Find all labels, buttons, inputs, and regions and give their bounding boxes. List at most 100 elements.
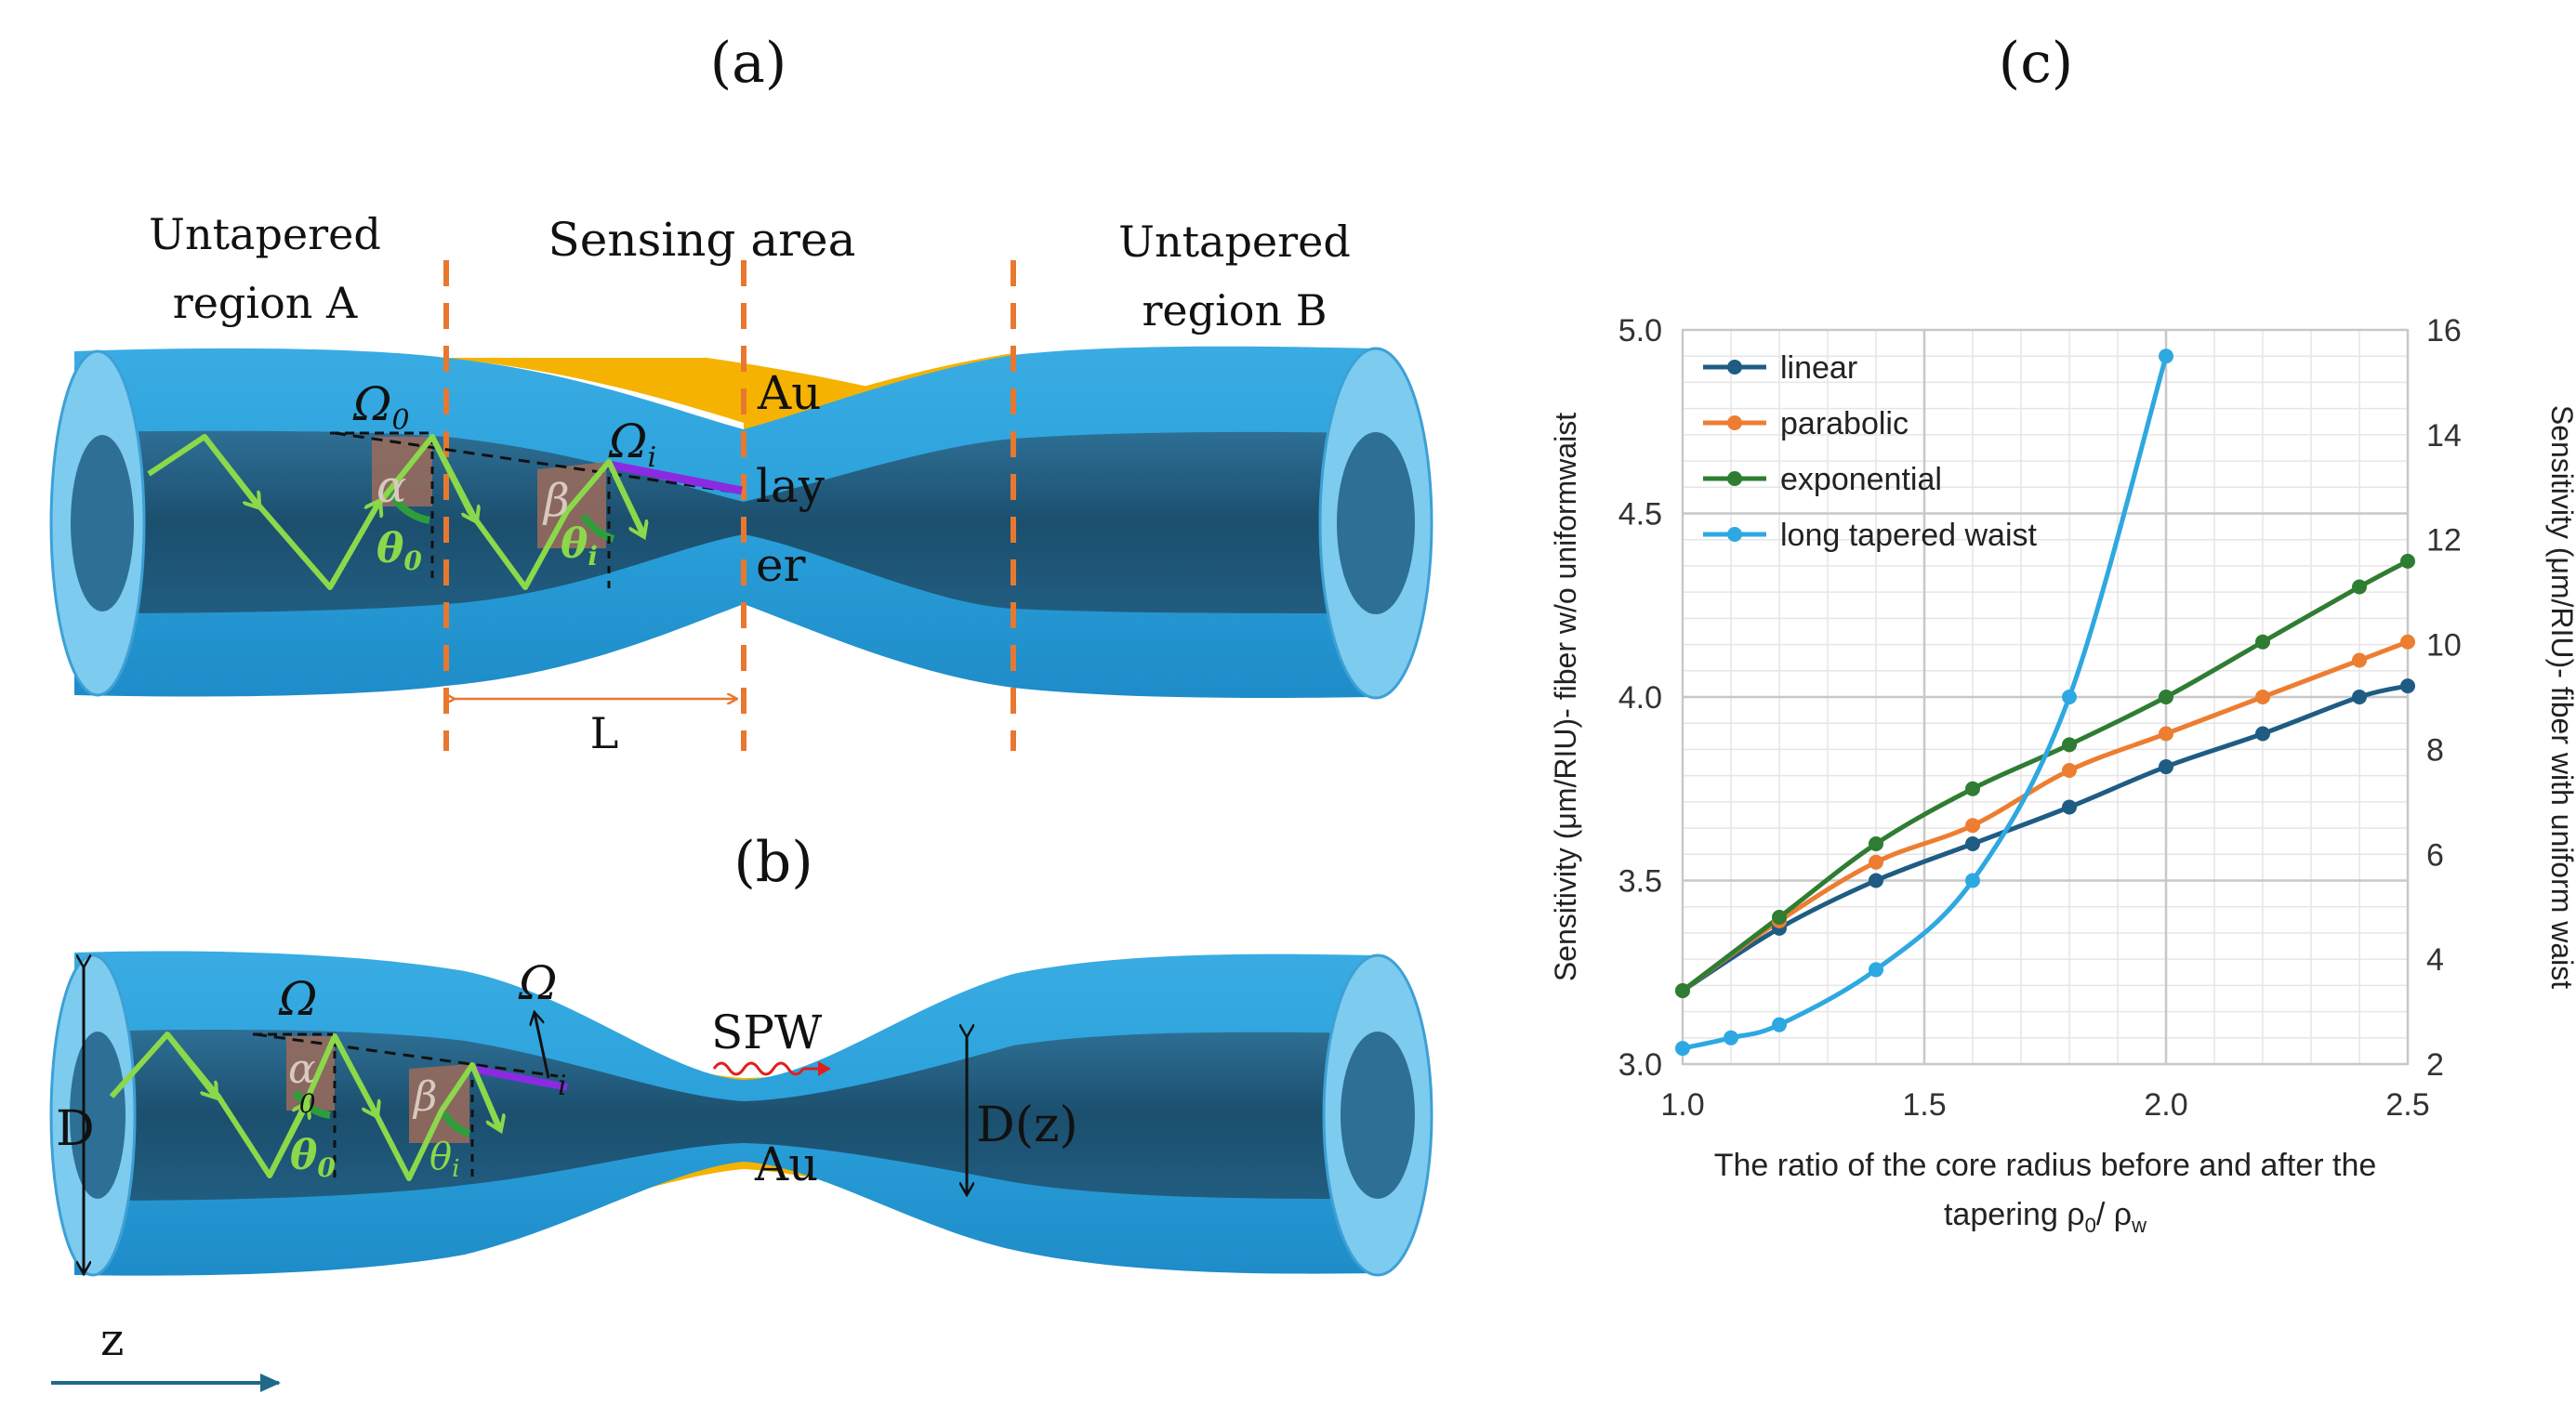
data-point-long-tapered-waist [1772,1017,1787,1032]
data-point-linear [2159,759,2173,775]
region-b-label-line1: Untapered [1118,217,1351,267]
legend-marker [1727,360,1742,375]
data-point-parabolic [1965,818,1980,834]
omega0-symbol: Ω0 [352,377,410,437]
legend-label: exponential [1780,462,1942,497]
y-left-tick-label: 3.0 [1618,1047,1662,1083]
series-line-parabolic [1683,639,2408,993]
z-axis-label: z [100,1314,124,1366]
data-point-exponential [2255,634,2270,650]
layer-label-line2: lay [756,459,826,513]
series-points [1675,348,2415,1057]
data-point-exponential [2352,579,2367,595]
data-point-parabolic [1869,854,1883,870]
beta-symbol-a: β [542,475,570,527]
fiber-core-b [79,1030,1376,1201]
region-b-label-line2: region B [1142,285,1327,335]
y-right-tick-label: 2 [2426,1047,2444,1083]
data-point-exponential [1772,910,1787,925]
legend-label: long tapered waist [1780,518,2038,553]
chart-legend: linear parabolic exponential long tapered w… [1703,350,2038,553]
data-point-linear [2062,799,2077,815]
omega-right-symbol: Ω [518,956,557,1010]
fiber-core-end-left-a [71,435,134,611]
y-left-tick-label: 4.0 [1618,680,1662,716]
omega-right-sub: i [558,1070,567,1102]
thetai-symbol-a: θi [561,520,598,572]
series-line-long-tapered-waist [1683,355,2169,1051]
sensing-area-label: Sensing area [548,213,856,267]
data-point-long-tapered-waist [1965,873,1980,888]
panel-c-label: (c) [1999,31,2073,96]
length-label: L [590,708,619,758]
tangent-line-a [334,431,740,494]
x-tick-label: 2.0 [2144,1087,2187,1123]
region-a-label-line2: region A [173,278,358,328]
data-point-parabolic [2400,634,2415,650]
omegai-symbol: Ωi [608,414,656,474]
y-right-tick-label: 8 [2426,732,2444,768]
data-point-linear [2400,678,2415,694]
panel-a-label: (a) [710,31,787,96]
ray-arrow-b3 [332,1034,376,1115]
data-point-parabolic [2062,763,2077,778]
thetai-arc-a [580,513,615,543]
legend-label: parabolic [1780,406,1909,441]
series-line-linear [1683,683,2408,993]
x-tick-label: 1.0 [1660,1087,1704,1123]
ray-arrow-a4 [606,460,643,535]
data-point-exponential [1675,983,1690,998]
y-right-tick-label: 10 [2426,628,2462,664]
data-point-exponential [2062,737,2077,753]
y-axis-left-title: Sensitivity (μm/RIU)- fiber w/o uniformw… [1549,413,1582,981]
beta-symbol-b: β [412,1073,437,1121]
region-a-label-line1: Untapered [149,209,381,259]
layer-label-line1: Au [757,366,821,420]
panel-b-label: (b) [733,830,812,895]
data-point-exponential [2400,553,2415,569]
y-right-tick-label: 4 [2426,942,2444,978]
theta0-symbol-a: θ0 [376,525,422,576]
plot-grid [1681,328,2410,1066]
ray-arrow-b2 [267,1104,307,1177]
spw-wave [712,1061,805,1076]
legend-label: linear [1780,350,1857,386]
data-point-long-tapered-waist [2062,690,2077,704]
data-point-linear [2255,726,2270,742]
x-axis-title-line1: The ratio of the core radius before and … [1714,1148,2377,1183]
legend-marker [1727,527,1742,542]
data-point-long-tapered-waist [2159,348,2173,364]
data-point-parabolic [2255,690,2270,704]
purple-segment-a [608,460,743,495]
data-point-exponential [1965,781,1980,796]
ray-arrow-b4 [469,1063,500,1129]
data-point-parabolic [2159,726,2173,742]
ray-arrow-b1 [165,1032,216,1097]
omega-left-symbol: Ω [278,972,317,1026]
x-axis-title-line2: tapering ρ0/ ρw [1944,1197,2147,1237]
thetai-symbol-b: θi [429,1136,459,1183]
data-point-long-tapered-waist [1675,1041,1690,1057]
y-left-tick-label: 5.0 [1618,313,1662,348]
ray-arrow-a2 [327,502,379,589]
spw-label: SPW [711,1006,823,1059]
purple-segment-b [471,1065,568,1091]
y-axis-right-title: Sensitivity (μm/RIU)- fiber with uniform… [2545,405,2576,989]
y-right-tick-label: 16 [2426,313,2462,348]
legend-marker [1727,415,1742,430]
series-lines [1683,355,2408,1051]
panel-a-diagram: Untapered region A Sensing area Untapere… [49,209,1433,758]
alpha-symbol-a: α [376,461,406,513]
diameter-label: D [56,1101,95,1157]
data-point-linear [2352,690,2367,704]
omega-right-pointer [535,1013,550,1079]
ray-arrow-a1 [202,435,258,506]
series-line-exponential [1683,559,2408,993]
y-left-tick-label: 4.5 [1618,497,1662,532]
data-point-long-tapered-waist [1869,962,1883,978]
